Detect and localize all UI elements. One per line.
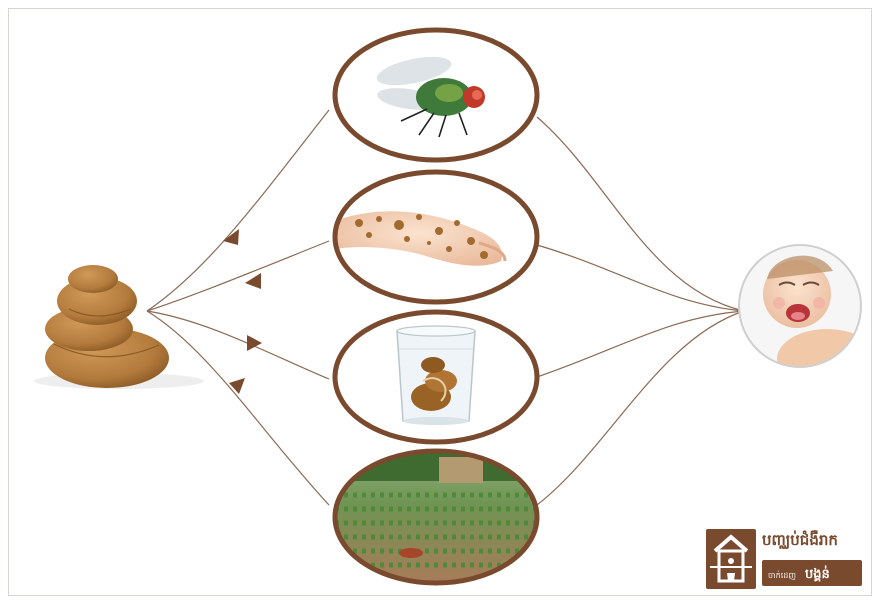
logo-title: បញ្ឈប់ជំងឺរាក xyxy=(762,527,866,553)
target-baby-node xyxy=(739,245,871,389)
arrowhead-to-hand xyxy=(245,273,261,289)
connector-feces-to-fly xyxy=(147,110,329,311)
arrowhead-to-field xyxy=(229,378,245,394)
connector-lines xyxy=(147,110,744,505)
connector-fly-to-baby xyxy=(537,117,744,311)
logo-badge: ចាក់ដេញ បង្គន់ xyxy=(762,560,862,586)
logo-badge-main-text: បង្គន់ xyxy=(805,567,830,582)
logo-badge-small-text: ចាក់ដេញ xyxy=(768,571,796,580)
feces-icon xyxy=(34,265,204,389)
route-water-node xyxy=(335,312,537,442)
latrine-logo-icon xyxy=(706,529,756,589)
campaign-logo: បញ្ឈប់ជំងឺរាក ចាក់ដេញ បង្គន់ xyxy=(706,527,866,593)
arrowhead-to-fly xyxy=(223,229,239,245)
connector-feces-to-water xyxy=(147,311,329,379)
connector-feces-to-field xyxy=(147,311,329,505)
connector-feces-to-hand xyxy=(147,241,329,311)
connector-field-to-baby xyxy=(537,311,744,505)
connector-hand-to-baby xyxy=(537,245,744,311)
route-field-node xyxy=(335,451,537,583)
diagram-frame: បញ្ឈប់ជំងឺរាក ចាក់ដេញ បង្គន់ xyxy=(8,8,872,596)
route-hand-node xyxy=(335,172,537,302)
transmission-diagram xyxy=(9,9,871,595)
connector-water-to-baby xyxy=(537,311,744,377)
route-fly-node xyxy=(335,30,537,160)
contaminated-water-glass-icon xyxy=(397,326,475,425)
